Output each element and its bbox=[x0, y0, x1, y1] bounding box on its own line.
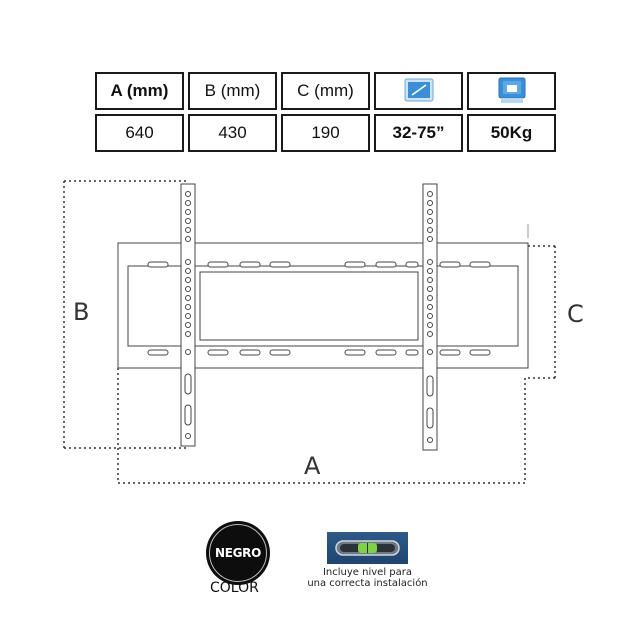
level-note-line2: una correcta instalación bbox=[307, 578, 428, 589]
level-note-line1: Incluye nivel para bbox=[322, 567, 412, 578]
dimension-label-c: C bbox=[567, 300, 584, 328]
value-c: 190 bbox=[281, 114, 370, 152]
header-max-load bbox=[467, 72, 556, 110]
header-c: C (mm) bbox=[281, 72, 370, 110]
spirit-level-image bbox=[327, 532, 408, 564]
value-b: 430 bbox=[188, 114, 277, 152]
header-a: A (mm) bbox=[95, 72, 184, 110]
dimension-lines bbox=[63, 180, 556, 484]
value-screen-size: 32-75” bbox=[374, 114, 463, 152]
color-badge: NEGRO bbox=[206, 521, 270, 585]
value-max-load: 50Kg bbox=[467, 114, 556, 152]
value-a: 640 bbox=[95, 114, 184, 152]
max-load-icon bbox=[498, 77, 525, 103]
screen-size-icon bbox=[404, 78, 433, 102]
level-note: Incluye nivel para una correcta instalac… bbox=[305, 567, 430, 589]
dimension-label-b: B bbox=[73, 298, 90, 326]
header-b: B (mm) bbox=[188, 72, 277, 110]
dimension-label-a: A bbox=[304, 452, 321, 480]
right-arm bbox=[422, 183, 438, 451]
frame-slots bbox=[147, 261, 491, 356]
bracket-frame bbox=[117, 242, 529, 369]
spec-table: A (mm) B (mm) C (mm) 640 430 190 32-75” … bbox=[95, 72, 556, 152]
spirit-level-icon bbox=[335, 540, 400, 556]
color-badge-text: NEGRO bbox=[209, 524, 267, 582]
left-arm bbox=[180, 183, 196, 447]
color-caption: COLOR bbox=[210, 580, 259, 596]
header-screen-size bbox=[374, 72, 463, 110]
